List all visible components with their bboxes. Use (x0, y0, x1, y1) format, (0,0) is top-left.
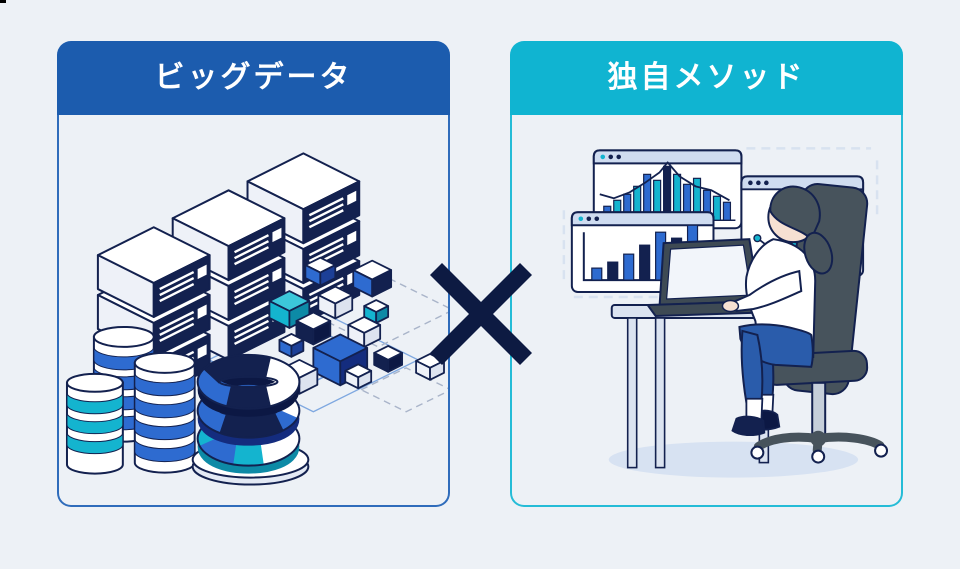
chair-wheel-icon (750, 445, 765, 460)
big-data-illustration (65, 152, 448, 486)
screen-corner-artifact (0, 0, 6, 3)
big-data-card-title: ビッグデータ (154, 60, 353, 95)
database-cylinders (65, 325, 196, 475)
ring-stack (191, 353, 310, 486)
big-data-card-body (57, 115, 450, 507)
original-method-card-body (510, 115, 903, 507)
original-method-illustration (562, 147, 889, 478)
window-dot-icon (608, 154, 614, 160)
window-dot-icon (756, 180, 761, 186)
chair-wheel-icon (874, 443, 889, 458)
window-dot-icon (594, 216, 600, 222)
big-data-card-header: ビッグデータ (57, 41, 450, 115)
window-dot-icon (616, 154, 622, 160)
window-dot-icon (586, 216, 592, 222)
window-dot-icon (748, 180, 753, 186)
person-front-leg (740, 329, 764, 404)
window-dot-icon (578, 216, 584, 222)
chair-wheel-icon (811, 449, 826, 464)
multiply-x-icon (429, 262, 533, 366)
original-method-card-header: 独自メソッド (510, 41, 903, 115)
original-method-card: 独自メソッド (510, 41, 903, 507)
big-data-card: ビッグデータ (57, 41, 450, 507)
window-dot-icon (764, 180, 769, 186)
person-ponytail (803, 231, 834, 275)
analyst-person (721, 185, 834, 437)
window-dot-icon (600, 154, 606, 160)
person-hair (769, 185, 821, 241)
person-hand (721, 299, 740, 313)
cube-cluster (268, 256, 445, 395)
original-method-card-title: 独自メソッド (607, 60, 806, 95)
floor-shadow (608, 441, 859, 478)
person-front-shoe (731, 415, 766, 437)
multiply-symbol (421, 254, 541, 374)
